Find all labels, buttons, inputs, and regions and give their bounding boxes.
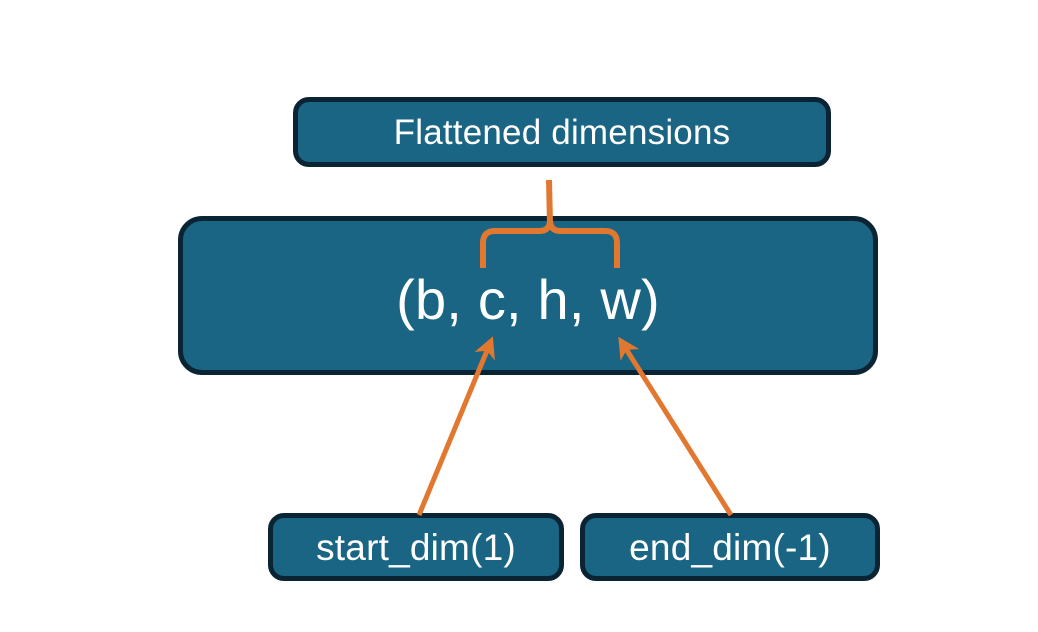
node-tensor-shape[interactable]: (b, c, h, w) — [178, 216, 878, 375]
node-end-dim[interactable]: end_dim(-1) — [580, 513, 880, 581]
node-flattened-dimensions-label: Flattened dimensions — [393, 112, 731, 152]
node-start-dim-label: start_dim(1) — [316, 526, 516, 568]
node-start-dim[interactable]: start_dim(1) — [268, 513, 564, 581]
node-end-dim-label: end_dim(-1) — [629, 526, 831, 568]
node-tensor-shape-label: (b, c, h, w) — [396, 268, 660, 331]
node-flattened-dimensions[interactable]: Flattened dimensions — [293, 97, 831, 167]
